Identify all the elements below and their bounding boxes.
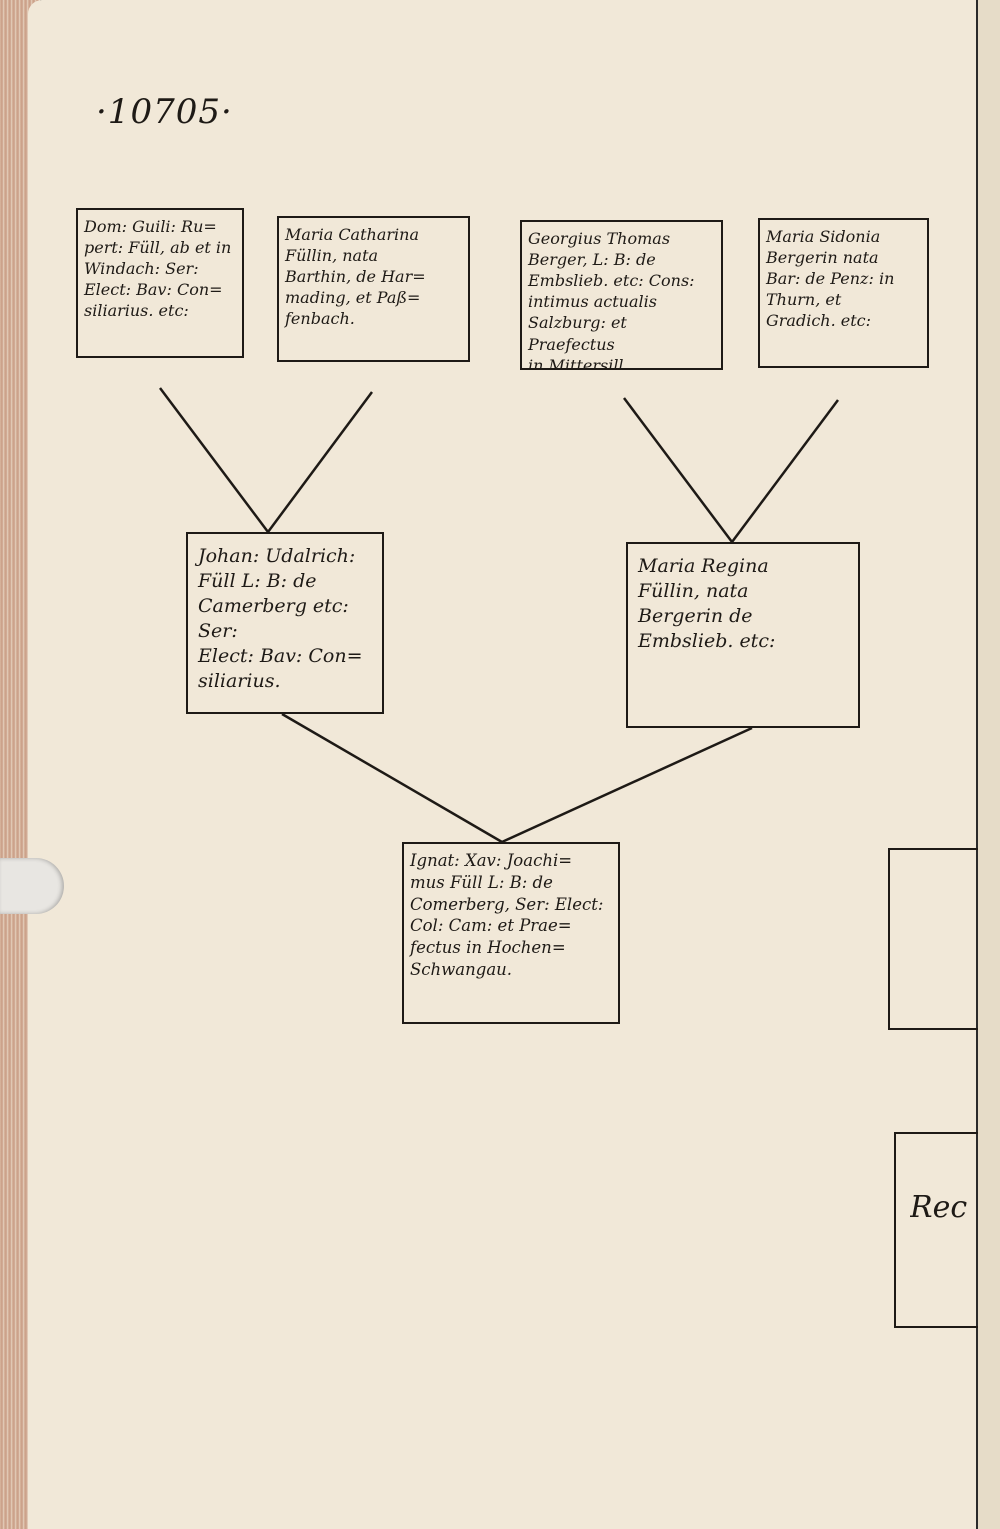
connector-line [623,397,733,543]
adjacent-page-box-fragment [894,1132,978,1328]
manuscript-page [28,0,980,1529]
adjacent-page-strip [976,0,1000,1529]
folio-number: ·10705· [96,92,233,132]
ancestor-box-paternal-grandmother: Maria Catharina Füllin, nata Barthin, de… [277,216,470,362]
adjacent-page-fragment-text: Rec [910,1190,968,1225]
ancestor-box-mother: Maria Regina Füllin, nata Bergerin de Em… [626,542,860,728]
page-clip [0,858,64,914]
ancestor-box-maternal-grandmother: Maria Sidonia Bergerin nata Bar: de Penz… [758,218,929,368]
connector-line [281,712,503,844]
ancestor-box-maternal-grandfather: Georgius Thomas Berger, L: B: de Embslie… [520,220,723,370]
connector-line [159,387,269,533]
connector-line [501,726,753,844]
subject-box: Ignat: Xav: Joachi= mus Füll L: B: de Co… [402,842,620,1024]
ancestor-box-paternal-grandfather: Dom: Guili: Ru= pert: Füll, ab et in Win… [76,208,244,358]
connector-line [730,399,840,543]
connector-line [266,391,374,533]
adjacent-page-box-fragment [888,848,978,1030]
ancestor-box-father: Johan: Udalrich: Füll L: B: de Camerberg… [186,532,384,714]
